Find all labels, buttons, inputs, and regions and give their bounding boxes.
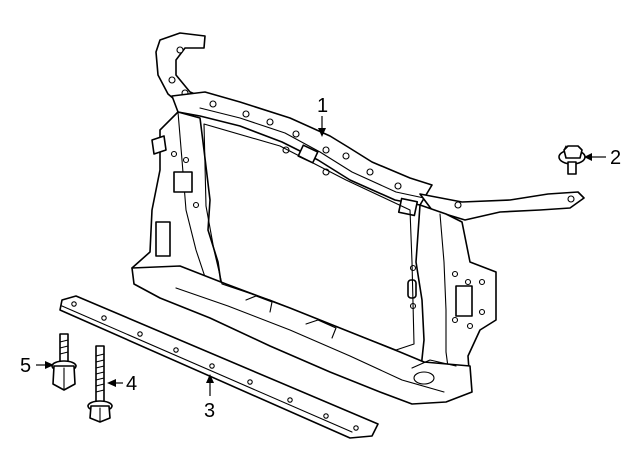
- callout-3-number: 3: [204, 400, 215, 422]
- callout-4: 4: [107, 373, 137, 395]
- callout-5: 5: [20, 355, 54, 377]
- bolt-part-4: [87, 345, 113, 423]
- callout-1-number: 1: [317, 95, 328, 117]
- callout-2: 2: [584, 147, 621, 169]
- left-pillar: [131, 111, 223, 293]
- callout-3: 3: [204, 374, 215, 422]
- left-mount-arm: [155, 32, 206, 109]
- bolt-part-5: [51, 333, 77, 391]
- callout-2-number: 2: [610, 147, 621, 169]
- radiator-support: [131, 32, 585, 405]
- callout-4-number: 4: [126, 373, 137, 395]
- callout-1: 1: [317, 95, 328, 137]
- clip-part-2: [558, 145, 586, 175]
- callout-5-number: 5: [20, 355, 31, 377]
- right-mount-arm: [419, 191, 585, 221]
- lower-strip: [59, 295, 379, 439]
